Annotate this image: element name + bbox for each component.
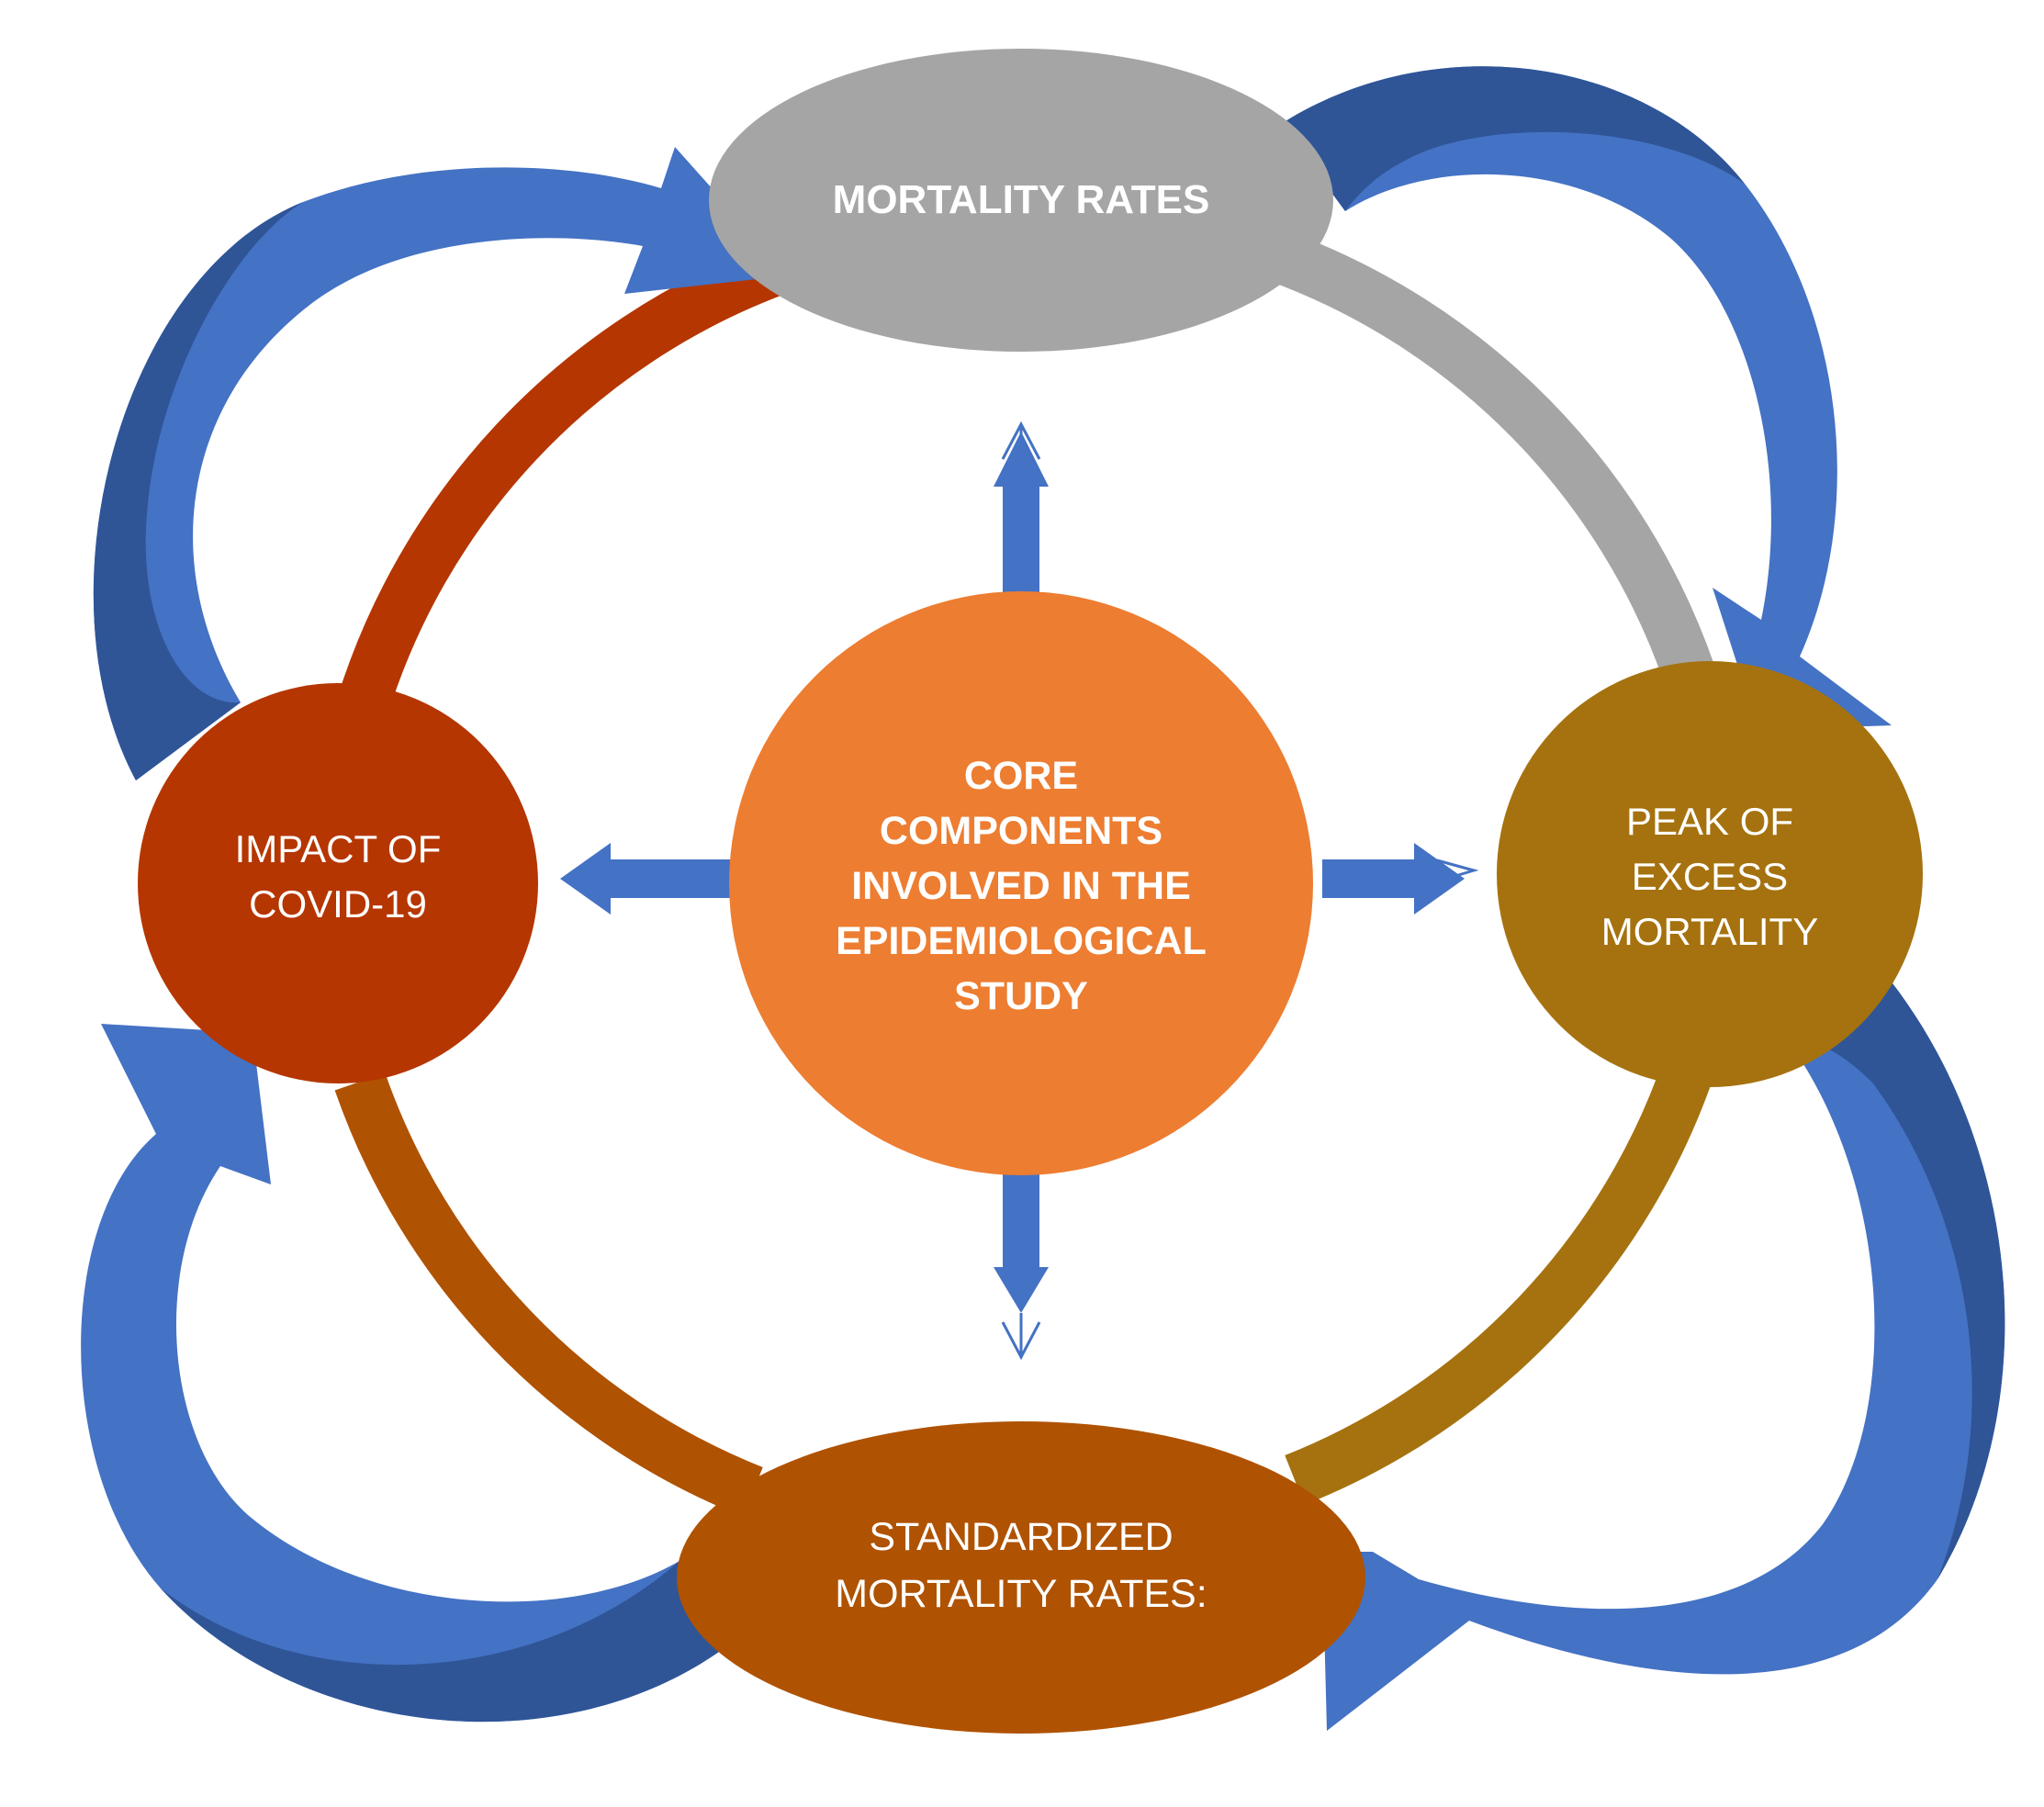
straight-arrow-right bbox=[1322, 843, 1479, 915]
node-standardized-mortality-rates bbox=[677, 1421, 1365, 1734]
ring-arc-bottom-right bbox=[1285, 1056, 1715, 1505]
curved-arrow-right-to-bottom-shade bbox=[1789, 960, 2005, 1579]
curved-arrow-left-to-top bbox=[93, 147, 791, 780]
straight-arrow-down bbox=[994, 1155, 1049, 1361]
curved-arrow-bottom-to-left bbox=[81, 1024, 754, 1723]
curved-arrow-bottom-to-left-shade bbox=[161, 1561, 753, 1723]
node-impact-of-covid bbox=[138, 683, 538, 1083]
curved-arrow-right-to-bottom bbox=[1322, 960, 2005, 1731]
node-peak-of-excess-mortality bbox=[1497, 661, 1923, 1087]
straight-arrow-up bbox=[994, 421, 1049, 611]
straight-arrow-left bbox=[560, 843, 730, 915]
ring-arc-bottom-left bbox=[334, 1072, 763, 1517]
ring-arc-top-left bbox=[335, 243, 786, 720]
curved-arrow-left-to-top-shade bbox=[93, 202, 303, 780]
ring-arc-top-right bbox=[1267, 230, 1715, 684]
curved-arrow-top-to-right-shade bbox=[1281, 66, 1745, 211]
node-mortality-rates bbox=[709, 49, 1333, 352]
curved-arrow-top-to-right bbox=[1281, 66, 1892, 731]
node-core-components bbox=[729, 591, 1313, 1175]
